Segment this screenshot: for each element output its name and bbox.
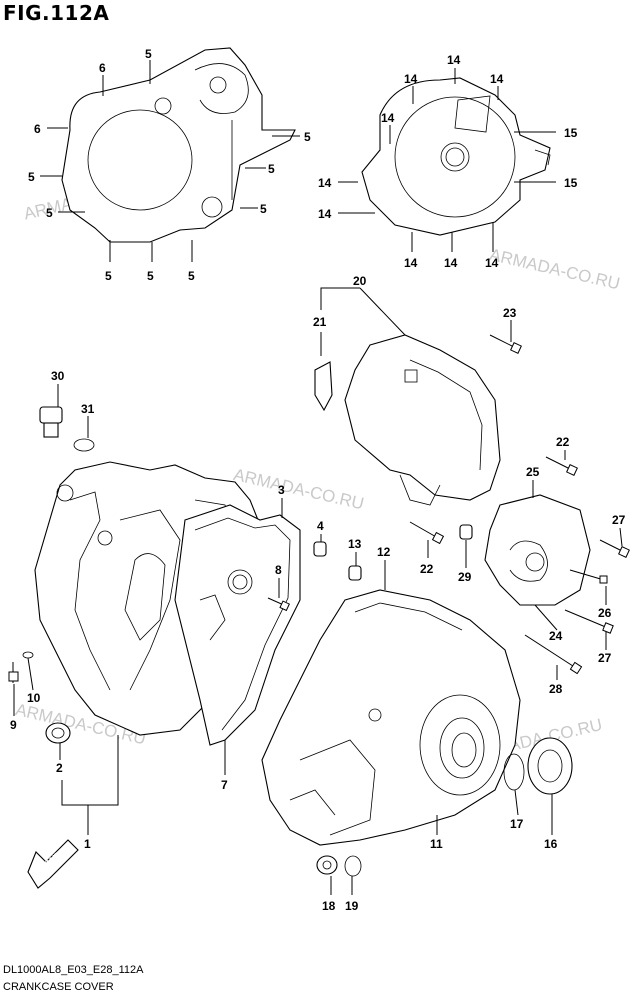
bolt-8 — [267, 597, 290, 612]
callout-18: 18 — [322, 899, 336, 913]
callout-5: 5 — [147, 269, 154, 283]
callout-26: 26 — [598, 606, 612, 620]
callout-15: 15 — [564, 176, 578, 190]
callout-10: 10 — [27, 691, 41, 705]
callout-12: 12 — [377, 545, 391, 559]
bolt-28 — [524, 634, 583, 675]
callout-4: 4 — [317, 519, 324, 533]
gasket-19 — [344, 855, 362, 877]
washer-10 — [22, 651, 34, 659]
callout-22: 22 — [420, 562, 434, 576]
callout-1: 1 — [84, 837, 91, 851]
callout-27: 27 — [612, 513, 626, 527]
bolt-9 — [8, 662, 19, 683]
callout-8: 8 — [275, 563, 282, 577]
callout-20: 20 — [353, 274, 367, 288]
callout-17: 17 — [510, 817, 524, 831]
callout-13: 13 — [348, 537, 362, 551]
callout-30: 30 — [51, 369, 65, 383]
o-ring-17 — [503, 753, 525, 791]
bolt-23 — [489, 334, 522, 354]
callout-27: 27 — [598, 651, 612, 665]
callout-5: 5 — [260, 202, 267, 216]
model-code: DL1000AL8_E03_E28_112A — [3, 964, 144, 976]
callout-22: 22 — [556, 435, 570, 449]
bolt-27b — [564, 609, 614, 634]
plug-16 — [527, 737, 573, 795]
callout-21: 21 — [313, 315, 327, 329]
water-pump-cover — [484, 494, 591, 606]
callout-14: 14 — [318, 176, 332, 190]
callout-14: 14 — [485, 256, 499, 270]
callout-7: 7 — [221, 778, 228, 792]
generator-cover-large — [261, 589, 521, 846]
sprocket-cover — [344, 334, 501, 506]
dowel-pin-13 — [348, 565, 362, 581]
figure-title: FIG.112A — [3, 1, 110, 25]
clutch-cover-outline — [61, 47, 296, 243]
callout-14: 14 — [404, 256, 418, 270]
callout-31: 31 — [81, 402, 95, 416]
callout-6: 6 — [99, 61, 106, 75]
callouts: 5 6 6 5 5 5 5 5 5 5 5 14 14 14 14 14 14 … — [10, 47, 626, 913]
callout-5: 5 — [46, 206, 53, 220]
callout-5: 5 — [188, 269, 195, 283]
callout-5: 5 — [268, 162, 275, 176]
callout-16: 16 — [544, 837, 558, 851]
callout-11: 11 — [430, 837, 443, 851]
callout-5: 5 — [105, 269, 112, 283]
callout-15: 15 — [564, 126, 578, 140]
o-ring-31 — [73, 438, 95, 452]
callout-2: 2 — [56, 761, 63, 775]
callout-5: 5 — [304, 130, 311, 144]
callout-14: 14 — [318, 207, 332, 221]
bolt-22b — [409, 521, 445, 545]
fwd-arrow-icon: FWD — [27, 839, 79, 889]
bolt-26 — [569, 569, 608, 584]
cover-plate-21 — [314, 361, 333, 412]
callout-14: 14 — [447, 53, 461, 67]
plug-2 — [45, 722, 71, 744]
bolt-22a — [545, 456, 578, 476]
callout-6: 6 — [34, 122, 41, 136]
callout-29: 29 — [458, 570, 472, 584]
gasket-outline — [174, 504, 301, 746]
bolt-27a — [599, 539, 630, 558]
callout-24: 24 — [549, 629, 563, 643]
callout-3: 3 — [278, 483, 285, 497]
plug-18 — [316, 855, 338, 875]
callout-14: 14 — [381, 111, 395, 125]
dowel-pin-4 — [313, 541, 327, 557]
generator-cover-outline — [361, 77, 551, 236]
callout-25: 25 — [526, 465, 540, 479]
callout-9: 9 — [10, 718, 17, 732]
callout-5: 5 — [145, 47, 152, 61]
callout-14: 14 — [404, 72, 418, 86]
callout-28: 28 — [549, 682, 563, 696]
figure-name: CRANKCASE COVER — [3, 981, 114, 993]
callout-14: 14 — [490, 72, 504, 86]
callout-23: 23 — [503, 306, 517, 320]
dowel-pin-29 — [459, 524, 473, 540]
callout-14: 14 — [444, 256, 458, 270]
oil-filler-cap — [39, 406, 63, 438]
leader-lines — [13, 60, 623, 895]
callout-5: 5 — [28, 170, 35, 184]
callout-19: 19 — [345, 899, 359, 913]
